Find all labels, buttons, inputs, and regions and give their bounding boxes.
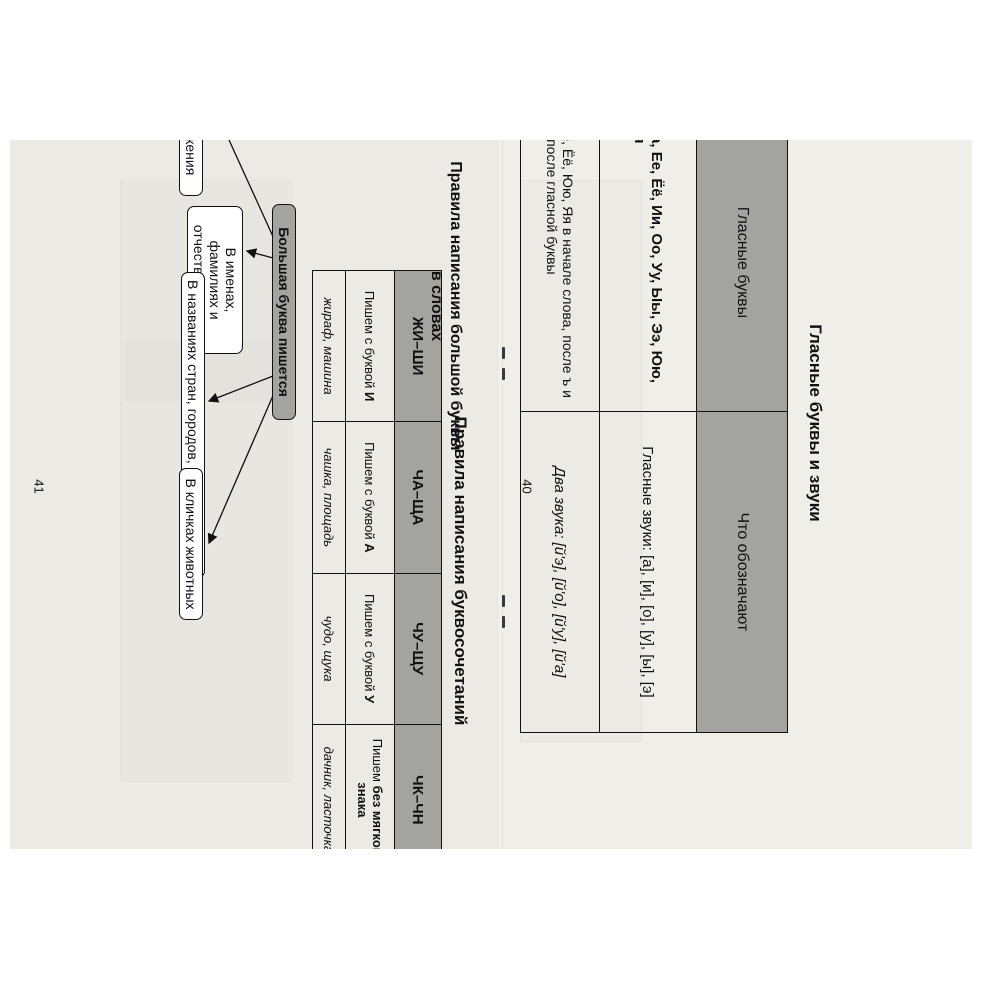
- combo-header: ЧК–ЧН: [394, 724, 442, 849]
- vowels-row1-letters: Аа, Ее, Ёё, Ии, Оо, Уу, Ыы, Ээ, Юю, Яя: [599, 140, 697, 412]
- bleed-through-shade: [520, 180, 642, 742]
- capital-letter-section: Правила написания большой буквы в словах…: [163, 140, 473, 620]
- rule-letter: без мягкого знака: [355, 782, 385, 849]
- staple-top-2: [502, 368, 505, 380]
- rule-text: Пишем: [370, 738, 385, 786]
- page-number-41: 41: [31, 479, 47, 494]
- arrow-to-sentence: [208, 140, 276, 242]
- vowels-header-meaning: Что обозначают: [696, 411, 788, 733]
- diagram-arrows: [207, 140, 276, 545]
- bleed-through-shade: [120, 180, 292, 782]
- arrow-to-animals: [207, 390, 276, 545]
- node-animals: В кличках животных: [179, 468, 203, 620]
- page-number-40: 40: [519, 479, 535, 494]
- vowels-title: Гласные буквы и звуки: [806, 324, 825, 522]
- vowels-header-letters: Гласные буквы: [696, 140, 788, 412]
- node-sentence: В начале предложения: [179, 140, 203, 196]
- open-book: Гласные буквы и звуки Гласные буквы Что …: [10, 140, 972, 849]
- combo-rule: Пишем без мягкого знака: [345, 724, 395, 849]
- staple-bottom: [502, 595, 505, 607]
- book-spine: [497, 140, 503, 849]
- vowels-table: Гласные буквы Что обозначают Аа, Ее, Ёё,…: [520, 140, 788, 733]
- staple-bottom-2: [502, 616, 505, 628]
- vowels-row2-meaning: Два звука: [й'э], [й'о], [й'у], [й'а]: [520, 411, 600, 733]
- staple-top: [502, 347, 505, 359]
- arrow-to-names: [245, 248, 274, 259]
- diagram-center-node: Большая буква пишется: [272, 204, 296, 420]
- vowels-row2-letters: Ее, Ёё, Юю, Яя в начале слова, после ъ и…: [520, 140, 600, 412]
- combo-example: дачник, ласточка: [312, 724, 346, 849]
- rule-letter: У: [362, 695, 378, 704]
- vowels-row1-meaning: Гласные звуки: [а], [и], [о], [у], [ы], …: [599, 411, 697, 733]
- arrow-to-places: [207, 375, 274, 403]
